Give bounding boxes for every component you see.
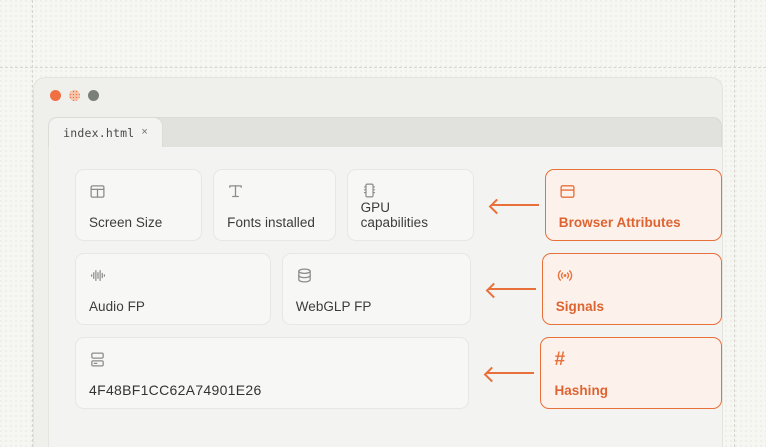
server-rack-icon [89,349,455,369]
diagram-row: Audio FP WebGLP FP [49,253,722,325]
card-fonts-installed[interactable]: Fonts installed [213,169,336,241]
card-browser-attributes[interactable]: Browser Attributes [544,169,722,241]
hash-glyph: # [554,348,566,370]
typography-t-icon [227,181,321,201]
card-label: Hashing [554,383,609,398]
card-label: Fonts installed [227,215,315,230]
card-label: 4F48BF1CC62A74901E26 [89,382,262,398]
close-icon[interactable]: × [141,126,148,138]
card-label: GPU capabilities [360,200,428,230]
left-arrow-icon [486,372,535,374]
database-cylinder-icon [296,265,457,285]
layout-panel-icon [89,181,188,201]
left-arrow-icon [487,288,536,290]
card-label: Screen Size [89,215,163,230]
browser-window: index.html × Screen Size [33,77,723,447]
tab-label: index.html [63,125,135,140]
audio-waveform-icon [89,265,257,285]
card-webglp-fp[interactable]: WebGLP FP [281,253,471,325]
diagram-row: 4F48BF1CC62A74901E26 # Hashing [49,337,722,409]
arrow-cell [482,253,542,325]
diagram-row: Screen Size Fonts installed [49,169,722,241]
cpu-chip-icon [361,181,460,200]
hash-icon: # [554,349,708,369]
card-label: WebGLP FP [295,299,372,314]
tab-index-html[interactable]: index.html × [48,117,163,147]
card-label: Browser Attributes [558,215,681,230]
browser-window-icon [559,181,708,201]
window-close-button[interactable] [50,90,61,101]
arrow-cell [480,337,540,409]
window-titlebar [34,78,722,113]
window-minimize-button[interactable] [69,90,80,101]
left-arrow-icon [490,204,539,206]
card-gpu-capabilities[interactable]: GPU capabilities [346,169,474,241]
arrow-cell [485,169,545,241]
card-audio-fp[interactable]: Audio FP [75,253,271,325]
card-label: Audio FP [89,299,145,314]
broadcast-signal-icon [556,265,708,285]
card-screen-size[interactable]: Screen Size [75,169,203,241]
tab-strip: index.html × [48,117,722,147]
card-label: Signals [555,299,605,314]
window-maximize-button[interactable] [88,90,99,101]
card-fingerprint-hash[interactable]: 4F48BF1CC62A74901E26 [75,337,470,409]
card-hashing[interactable]: # Hashing [540,337,722,409]
card-signals[interactable]: Signals [541,253,722,325]
content-area: Screen Size Fonts installed [48,147,722,447]
